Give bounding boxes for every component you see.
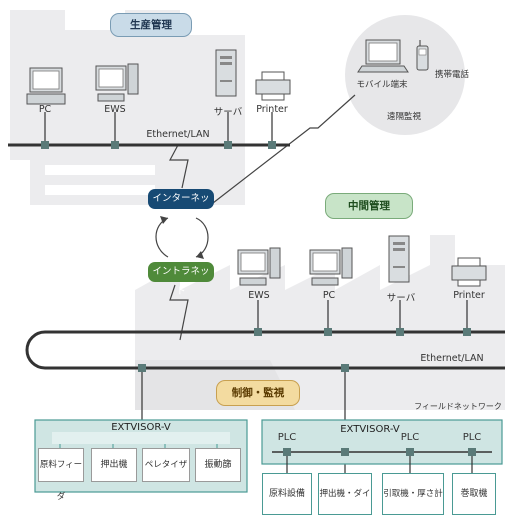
middle-device-label-ews: EWS	[248, 290, 270, 301]
left-controller-inner	[52, 432, 230, 444]
field-network-label: フィールドネットワーク	[414, 402, 502, 411]
right-plc-node-2	[341, 448, 349, 456]
top-pc-node	[41, 141, 49, 149]
right-controller-title: EXTVISOR-V	[340, 424, 400, 435]
top-printer-node	[268, 141, 276, 149]
top-device-label-ews: EWS	[104, 104, 126, 115]
right-plc-node-4	[468, 448, 476, 456]
middle-printer-icon	[451, 257, 487, 287]
middle-bus-label: Ethernet/LAN	[420, 353, 484, 364]
right-plc-node-3	[406, 448, 414, 456]
mobile-phone-label: 携帯電話	[434, 70, 469, 80]
zone-middle-label: 中間管理	[325, 193, 413, 219]
hub-arrow-down-head	[196, 251, 204, 259]
middle-server-node	[396, 328, 404, 336]
right-plc-label-3: PLC	[462, 432, 482, 443]
internet-to-top-bus-link	[169, 144, 189, 189]
top-device-label-pc: PC	[38, 104, 52, 115]
top-server-node	[224, 141, 232, 149]
right-controller-box	[261, 419, 503, 465]
intranet-hub: イントラネット	[148, 262, 214, 297]
top-printer-icon	[255, 71, 291, 101]
top-bus-label: Ethernet/LAN	[146, 129, 210, 140]
middle-device-label-server: サーバ	[386, 293, 416, 304]
middle-device-label-printer: Printer	[453, 290, 485, 301]
hub-arrow-down	[195, 217, 209, 258]
left-unit-extruder: 押出機	[91, 448, 137, 482]
left-unit-pelletizer: ペレタイザ	[142, 448, 190, 482]
internet-to-remote-link	[212, 94, 356, 204]
top-server-icon	[215, 49, 237, 97]
top-device-label-printer: Printer	[256, 104, 288, 115]
mobile-terminal-label: モバイル端末	[356, 80, 408, 90]
mobile-phone-icon	[416, 40, 429, 71]
production-window-2	[45, 185, 155, 195]
left-unit-vibrating-sieve: 振動篩	[195, 448, 241, 482]
right-unit-takeoff-gauge: 引取機・厚さ計	[382, 473, 444, 515]
middle-pc-node	[324, 328, 332, 336]
top-device-label-server: サーバ	[213, 107, 243, 118]
right-unit-raw-equipment: 原料設備	[262, 473, 312, 515]
right-plc-label-2: PLC	[400, 432, 420, 443]
middle-ews-icon	[237, 247, 281, 286]
middle-server-icon	[388, 235, 410, 283]
zone-control-label: 制御・監視	[216, 380, 300, 406]
top-pc-icon	[26, 67, 66, 105]
middle-ethernet-loop-bus	[25, 330, 505, 370]
left-unit-raw-feeder: 原料フィーダ	[38, 448, 84, 502]
remote-monitoring-caption: 遠隔監視	[386, 112, 421, 122]
right-unit-winder: 巻取機	[452, 473, 496, 515]
left-controller-title: EXTVISOR-V	[111, 422, 171, 433]
middle-pc-icon	[309, 247, 353, 286]
middle-device-label-pc: PC	[322, 290, 336, 301]
intranet-to-middle-bus-link	[169, 284, 189, 341]
middle-ews-node	[254, 328, 262, 336]
internet-hub: インターネット	[148, 189, 214, 224]
middle-printer-node	[463, 328, 471, 336]
hub-arrow-up	[155, 217, 169, 258]
right-controller-bus-node	[341, 364, 349, 372]
top-ews-node	[111, 141, 119, 149]
mobile-terminal-icon	[357, 39, 409, 73]
left-controller-bus-node	[138, 364, 146, 372]
zone-production-label: 生産管理	[110, 13, 192, 37]
top-ews-icon	[95, 63, 139, 102]
hub-arrow-up-head	[160, 216, 168, 224]
production-building-silhouette	[10, 10, 245, 205]
right-plc-node-1	[283, 448, 291, 456]
production-window-1	[45, 165, 155, 175]
right-unit-extruder-die: 押出機・ダイ	[318, 473, 372, 515]
right-plc-label-1: PLC	[277, 432, 297, 443]
